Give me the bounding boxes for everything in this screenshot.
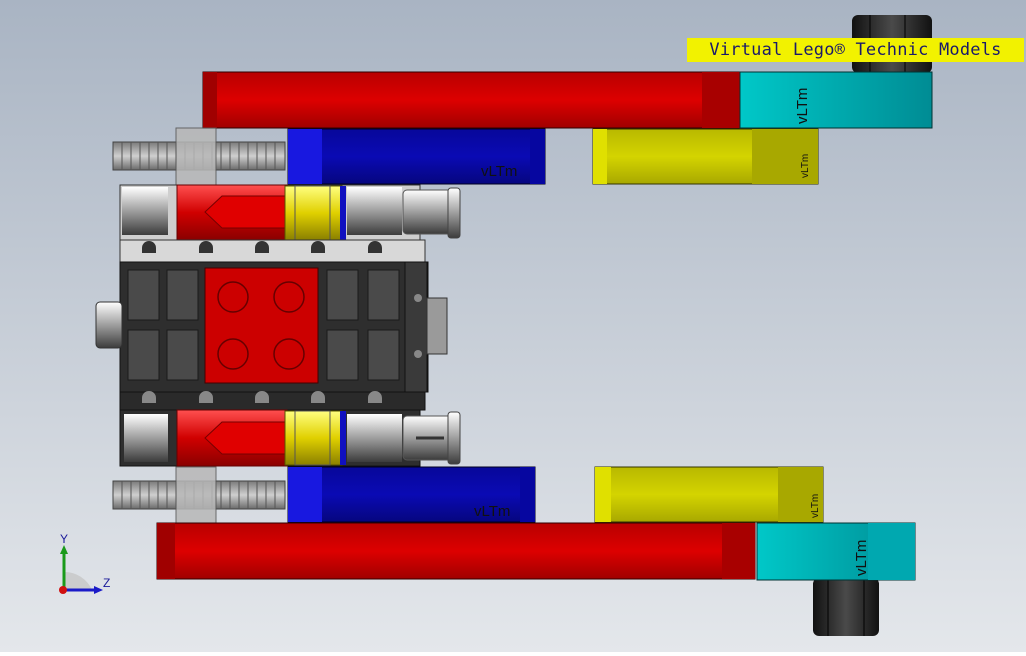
z-axis-arrow-icon <box>94 586 103 594</box>
bottom-cyan-beam-end: vLTm <box>756 522 916 581</box>
vltm-label-top-blue: vLTm <box>481 163 517 180</box>
y-axis-arrow-icon <box>60 545 68 554</box>
bottom-blue-beam: vLTm <box>287 466 536 523</box>
watermark-banner: Virtual Lego® Technic Models <box>687 38 1024 62</box>
bottom-tire <box>813 578 879 636</box>
top-blue-beam: vLTm <box>287 128 546 185</box>
triad-quarter-disc <box>64 571 92 590</box>
x-axis-origin-dot <box>59 586 67 594</box>
top-red-beam <box>202 71 741 129</box>
z-axis-label: Z <box>103 576 110 590</box>
y-axis-label: Y <box>60 532 68 546</box>
top-yellow-beam: vLTm <box>592 128 819 185</box>
bottom-red-beam <box>156 522 756 580</box>
vltm-label-bottom-cyan: vLTm <box>853 540 870 576</box>
vltm-label-top-cyan: vLTm <box>794 88 811 124</box>
vltm-label-bottom-yellow: vLTm <box>810 494 821 518</box>
axis-triad: Y Z <box>59 532 110 594</box>
vltm-label-top-yellow: vLTm <box>800 154 811 178</box>
top-gear <box>112 127 286 187</box>
top-cyan-beam-end: vLTm <box>739 71 933 129</box>
engine-block <box>95 184 461 467</box>
bottom-yellow-beam: vLTm <box>594 466 824 523</box>
bottom-gear <box>112 466 286 524</box>
vltm-label-bottom-blue: vLTm <box>474 503 510 520</box>
